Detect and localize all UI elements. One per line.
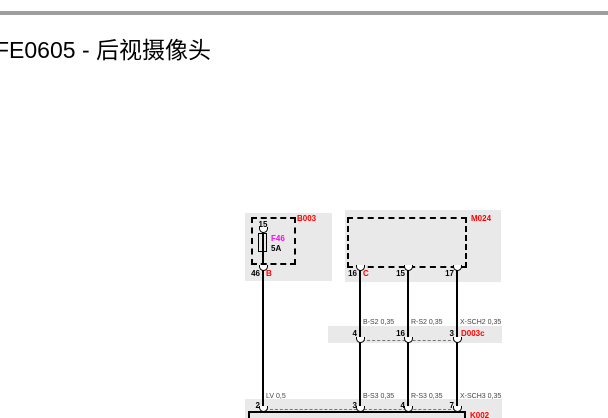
k002-pin2-socket-icon (356, 406, 365, 412)
m024-pin2-socket-icon (404, 265, 413, 271)
k002-wire-label-1: LV 0,5 (266, 393, 286, 400)
k002-id-label: K002 (470, 411, 490, 418)
m024-connector-letter: C (363, 269, 369, 278)
m024-background (345, 210, 501, 282)
b003-pin-top-socket-icon (259, 227, 268, 233)
k002-wire-label-2: B-S3 0,35 (363, 393, 395, 400)
d003c-wire-label-3: X-SCH2 0,35 (460, 319, 502, 326)
k002-pin1-label: 2 (255, 401, 260, 410)
k002-pin4-socket-icon (453, 406, 462, 412)
m024-pin1-label: 16 (348, 269, 357, 278)
fuse-symbol (258, 233, 267, 252)
m024-id-label: M024 (471, 214, 492, 223)
m024-pin2-label: 15 (396, 269, 405, 278)
k002-pin3-socket-icon (404, 406, 413, 412)
d003c-pin2-label: 16 (396, 329, 405, 338)
k002-pin4-label: 7 (449, 401, 454, 410)
d003c-wire-label-2: R-S2 0,35 (411, 319, 443, 326)
b003-pin-bottom-label: 46 (251, 269, 260, 278)
d003c-pin3-socket-icon (453, 337, 462, 343)
b003-connector-letter: B (266, 269, 272, 278)
d003c-wire-label-1: B-S2 0,35 (363, 319, 395, 326)
d003c-pin1-label: 4 (352, 329, 357, 338)
fuse-rating-label: 5A (271, 244, 282, 253)
k002-wire-label-3: R-S3 0,35 (411, 393, 443, 400)
k002-background (245, 399, 502, 418)
b003-pin-bottom-socket-icon (259, 265, 268, 271)
b003-pin-top-label: 15 (258, 220, 268, 229)
d003c-id-label: D003c (461, 329, 485, 338)
k002-pin2-label: 3 (352, 401, 357, 410)
d003c-pin3-label: 3 (449, 329, 454, 338)
k002-pin3-label: 4 (400, 401, 405, 410)
k002-outline (248, 411, 466, 418)
k002-wire-label-4: X-SCH3 0,35 (460, 393, 502, 400)
m024-pin1-socket-icon (356, 265, 365, 271)
b003-dashed-outline (251, 217, 296, 265)
wire-lv (262, 230, 264, 412)
fuse-id-label: F46 (271, 234, 285, 243)
m024-pin3-socket-icon (453, 265, 462, 271)
m024-pin3-label: 17 (445, 269, 454, 278)
m024-dashed-outline (347, 217, 467, 268)
k002-pin1-socket-icon (259, 406, 268, 412)
b003-id-label: B003 (297, 214, 317, 223)
header-divider (0, 11, 608, 15)
d003c-pin1-socket-icon (356, 337, 365, 343)
page-title: FE0605 - 后视摄像头 (0, 37, 211, 63)
d003c-pin2-socket-icon (404, 337, 413, 343)
